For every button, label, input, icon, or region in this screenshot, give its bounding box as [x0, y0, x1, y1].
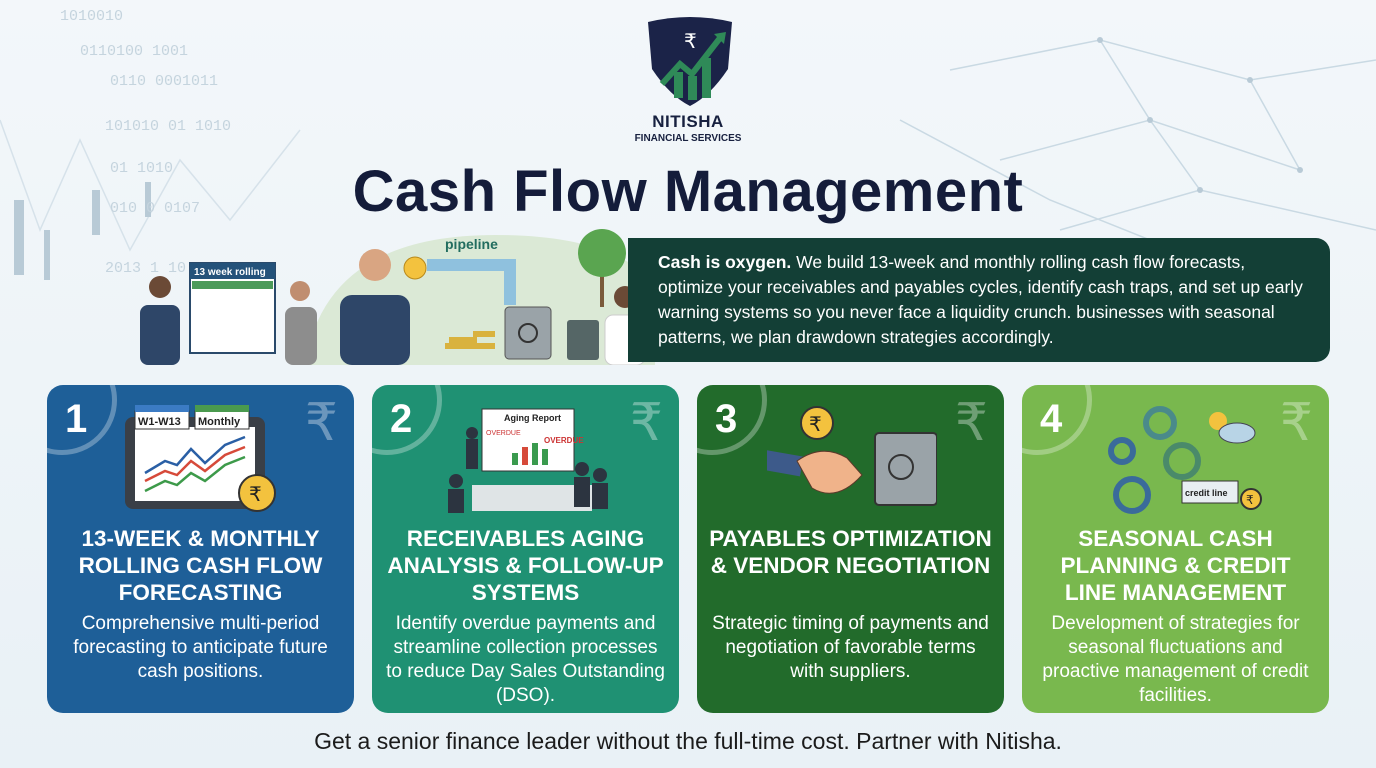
- card-number: 3: [715, 397, 738, 441]
- gears-weather-credit-icon: credit line ₹: [1108, 406, 1262, 514]
- svg-text:2013 1 10: 2013 1 10: [105, 260, 186, 277]
- rupee-coin-icon: ₹: [809, 412, 822, 436]
- svg-text:0110100 1001: 0110100 1001: [80, 43, 188, 60]
- card-title: Seasonal Cash Planning & Credit Line Man…: [1060, 526, 1291, 605]
- service-card-receivables: 2 ₹ Aging Report OVERDUE OVERDUE Receiva…: [372, 385, 679, 713]
- page-title: Cash Flow Management: [352, 159, 1024, 224]
- intro-banner: Cash is oxygen. We build 13-week and mon…: [628, 238, 1330, 362]
- overdue-label: OVERDUE: [486, 430, 521, 437]
- card-number: 4: [1040, 397, 1063, 441]
- card-number: 1: [65, 397, 88, 441]
- service-card-seasonal: 4 ₹ credit line ₹ Seasonal Cash Planning…: [1022, 385, 1329, 713]
- rupee-icon: ₹: [629, 393, 663, 453]
- svg-text:01 1010: 01 1010: [110, 160, 173, 177]
- calendar-label: 13 week rolling: [194, 267, 266, 278]
- service-card-forecasting: 1 ₹ W1-W13 Monthly ₹ 13-Week & Monthly R…: [47, 385, 354, 713]
- service-card-payables: 3 ₹ ₹ Payables Optimization & Vendor Neg…: [697, 385, 1004, 713]
- svg-text:101010 01 1010: 101010 01 1010: [105, 118, 231, 135]
- aging-report-label: Aging Report: [504, 413, 561, 423]
- handshake-safe-icon: ₹: [767, 406, 937, 506]
- svg-text:010 0 0107: 010 0 0107: [110, 200, 200, 217]
- credit-line-label: credit line: [1185, 488, 1228, 498]
- pipeline-label: pipeline: [445, 236, 498, 252]
- rupee-icon: ₹: [1279, 393, 1313, 453]
- banner-text: We build 13-week and monthly rolling cas…: [658, 252, 1303, 347]
- card-title: Payables Optimization & Vendor Negotiati…: [709, 526, 992, 578]
- rupee-icon: ₹: [954, 393, 988, 453]
- card-description: Strategic timing of payments and negotia…: [712, 613, 989, 682]
- rupee-icon: ₹: [304, 393, 338, 453]
- shield-growth-icon: ₹: [648, 17, 732, 106]
- monthly-label: Monthly: [198, 416, 241, 428]
- svg-text:₹: ₹: [684, 29, 697, 53]
- tablet-chart-icon: W1-W13 Monthly ₹: [125, 405, 276, 512]
- svg-text:0110 0001011: 0110 0001011: [110, 73, 218, 90]
- card-description: Development of strategies for seasonal f…: [1042, 613, 1309, 706]
- team-illustration: 13 week rolling pipeline: [140, 229, 655, 365]
- calendar-icon: [189, 262, 276, 354]
- brand-name: NITISHA: [652, 112, 724, 131]
- rupee-coin-icon: ₹: [1246, 493, 1254, 507]
- svg-text:1010010: 1010010: [60, 8, 123, 25]
- card-description: Comprehensive multi-period forecasting t…: [73, 613, 328, 682]
- overdue-label: OVERDUE: [544, 436, 584, 445]
- aging-report-meeting-icon: Aging Report OVERDUE OVERDUE: [448, 408, 608, 513]
- brand-logo: ₹: [640, 14, 740, 115]
- rupee-coin-icon: ₹: [249, 482, 262, 506]
- banner-lead: Cash is oxygen.: [658, 252, 792, 272]
- card-description: Identify overdue payments and streamline…: [386, 613, 665, 706]
- w1-w13-label: W1-W13: [138, 416, 181, 428]
- background-network-decoration: 1010010 0110100 1001 0110 0001011 101010 01…: [0, 8, 1376, 280]
- card-title: Receivables Aging Analysis & Follow-Up S…: [387, 526, 664, 605]
- brand-subtitle: FINANCIAL SERVICES: [634, 133, 742, 144]
- card-title: 13-Week & Monthly Rolling Cash Flow Fore…: [78, 526, 323, 605]
- footer-tagline: Get a senior finance leader without the …: [314, 728, 1062, 754]
- card-number: 2: [390, 397, 413, 441]
